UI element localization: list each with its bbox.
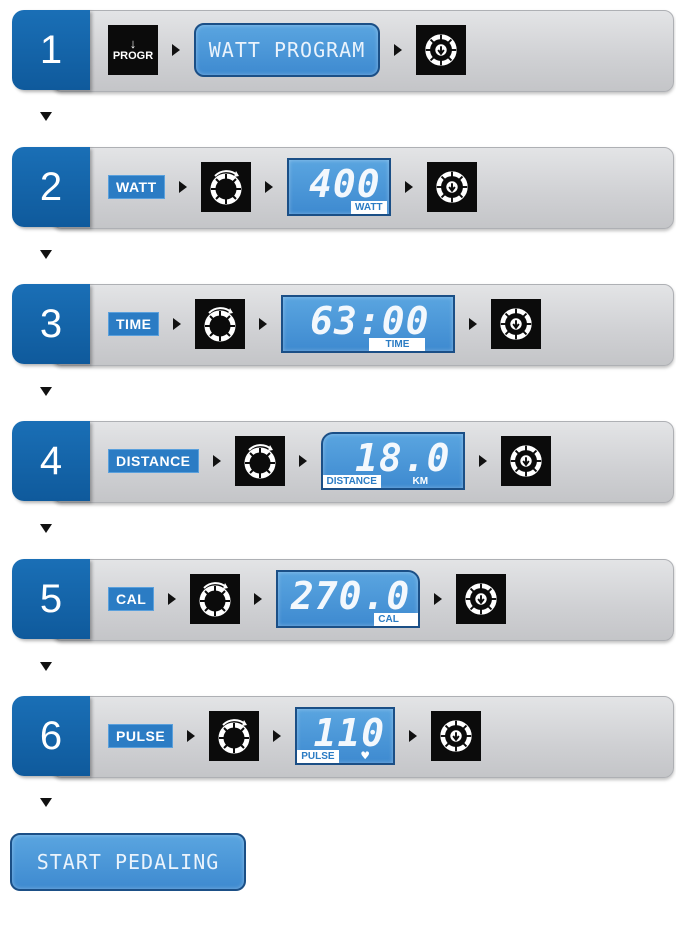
step-number: 4 (12, 421, 90, 501)
rotary-dial-icon[interactable] (234, 436, 285, 486)
pulse-label: PULSE (108, 724, 174, 748)
flow-arrow-icon (409, 730, 418, 742)
step-row: DISTANCE 18.0 DISTANCE KM (108, 421, 551, 501)
progr-button[interactable]: ↓ PROGR (108, 25, 158, 75)
step-3: 3 TIME 63:00 TIME (12, 284, 674, 370)
step-2: 2 WATT 400 WATT (12, 147, 674, 233)
rotary-dial-icon[interactable] (195, 299, 246, 349)
watt-value: 400 (308, 162, 381, 206)
flow-arrow-icon (434, 593, 443, 605)
flow-arrow-icon (469, 318, 478, 330)
km-unit: KM (412, 476, 429, 487)
distance-value: 18.0 (355, 436, 451, 480)
step-number: 3 (12, 284, 90, 364)
cal-value: 270.0 (290, 574, 411, 618)
step-number: 5 (12, 559, 90, 639)
progr-label: PROGR (112, 50, 154, 62)
step-1: 1 ↓ PROGR WATT PROGRAM (12, 10, 674, 96)
confirm-button-icon[interactable] (416, 25, 466, 75)
confirm-button-icon[interactable] (456, 574, 507, 624)
rotary-dial-icon[interactable] (200, 162, 251, 212)
step-row: ↓ PROGR WATT PROGRAM (108, 10, 466, 90)
rotary-dial-icon[interactable] (209, 711, 260, 761)
step-5: 5 CAL 270.0 CAL (12, 559, 674, 645)
step-row: CAL 270.0 CAL (108, 559, 507, 639)
flow-arrow-icon (172, 44, 180, 56)
step-row: TIME 63:00 TIME (108, 284, 542, 364)
flow-arrow-icon (212, 455, 221, 467)
flow-arrow-icon (178, 181, 187, 193)
heart-icon: ♥ (361, 749, 370, 764)
watt-display: 400 WATT (286, 158, 391, 216)
flow-arrow-icon (478, 455, 487, 467)
watt-unit: WATT (351, 201, 387, 214)
flow-arrow-icon (298, 455, 307, 467)
cal-display: 270.0 CAL (276, 570, 421, 628)
down-arrow-icon (40, 798, 52, 807)
time-value: 63:00 (310, 299, 430, 343)
flow-arrow-icon (273, 730, 282, 742)
pulse-value: 110 (313, 711, 386, 755)
flow-arrow-icon (254, 593, 263, 605)
confirm-button-icon[interactable] (431, 711, 482, 761)
program-display: WATT PROGRAM (194, 23, 380, 77)
step-6: 6 PULSE 110 PULSE ♥ (12, 696, 674, 782)
watt-label: WATT (108, 175, 165, 199)
flow-arrow-icon (259, 318, 268, 330)
start-pedaling-display: START PEDALING (10, 833, 246, 891)
step-4: 4 DISTANCE 18.0 DISTANCE KM (12, 421, 674, 507)
down-arrow-icon (40, 387, 52, 396)
flow-arrow-icon (264, 181, 273, 193)
step-row: PULSE 110 PULSE ♥ (108, 696, 482, 776)
flow-arrow-icon (404, 181, 413, 193)
confirm-button-icon[interactable] (426, 162, 477, 212)
down-arrow-icon (40, 524, 52, 533)
time-display: 63:00 TIME (281, 295, 456, 353)
flow-arrow-icon (173, 318, 182, 330)
pulse-unit: PULSE (297, 750, 339, 763)
down-arrow-icon (40, 112, 52, 121)
distance-label: DISTANCE (108, 449, 199, 473)
pulse-display: 110 PULSE ♥ (295, 707, 396, 765)
down-arrow-icon (40, 662, 52, 671)
flow-arrow-icon (394, 44, 402, 56)
down-arrow-icon (40, 250, 52, 259)
confirm-button-icon[interactable] (500, 436, 551, 486)
distance-display: 18.0 DISTANCE KM (320, 432, 465, 490)
cal-unit: CAL (374, 613, 419, 626)
step-row: WATT 400 WATT (108, 147, 477, 227)
cal-label: CAL (108, 587, 155, 611)
distance-unit: DISTANCE (322, 475, 381, 488)
time-unit: TIME (369, 338, 426, 351)
time-label: TIME (108, 312, 160, 336)
flow-arrow-icon (187, 730, 196, 742)
down-arrow-icon: ↓ (129, 36, 137, 51)
flow-arrow-icon (168, 593, 177, 605)
rotary-dial-icon[interactable] (190, 574, 241, 624)
step-number: 1 (12, 10, 90, 90)
step-number: 2 (12, 147, 90, 227)
confirm-button-icon[interactable] (491, 299, 542, 349)
step-number: 6 (12, 696, 90, 776)
